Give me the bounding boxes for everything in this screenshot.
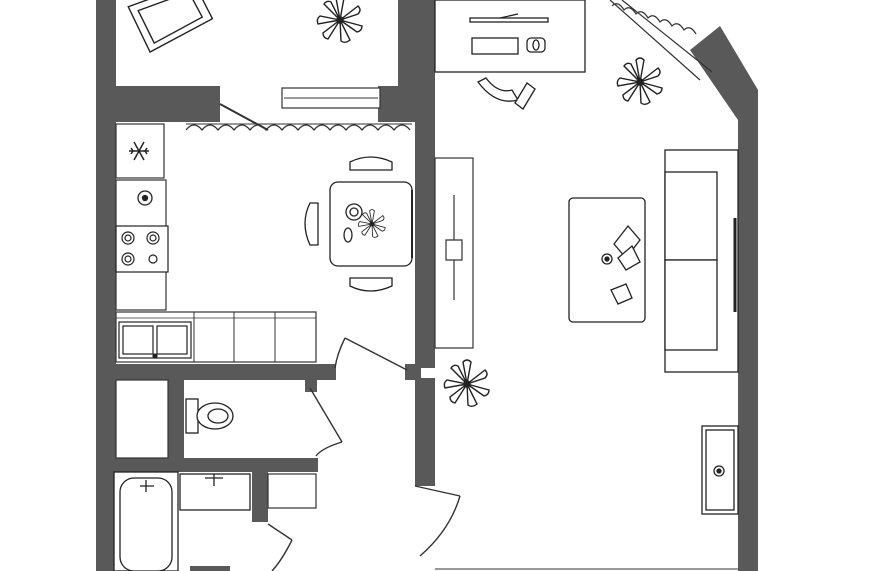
washing-machine: [267, 473, 317, 509]
wall-kitchen-south: [116, 364, 336, 380]
wall-northeast-corner: [690, 26, 758, 120]
wall-east: [738, 118, 758, 571]
sink-icon[interactable]: [118, 321, 192, 359]
wall-toilet-south: [116, 458, 318, 472]
plant-icon: [616, 57, 663, 105]
kettle-icon: [137, 190, 153, 206]
bathtub-icon[interactable]: [113, 471, 179, 571]
wall-toilet-west: [168, 380, 184, 472]
bathroom: [113, 471, 317, 571]
living-room: [434, 0, 739, 515]
door-bathroom[interactable]: [267, 523, 293, 571]
toilet-room: [115, 379, 343, 459]
door-toilet[interactable]: [309, 387, 343, 457]
desk-icon[interactable]: [434, 0, 586, 73]
door-entrance[interactable]: [414, 485, 461, 557]
wall-kitchen-south-right: [405, 364, 421, 380]
door-kitchen[interactable]: [334, 337, 408, 371]
walls: [96, 0, 758, 571]
toilet-icon[interactable]: [185, 398, 234, 434]
window-northeast: [609, 0, 713, 81]
wall-bedroom-south: [96, 86, 220, 122]
bedroom: [116, 0, 398, 131]
sofa-icon[interactable]: [664, 149, 739, 373]
wall-west: [96, 0, 116, 571]
stove-icon[interactable]: [115, 225, 169, 273]
curtain: [185, 124, 411, 132]
kitchen: [115, 123, 413, 371]
tv-stand-icon[interactable]: [701, 425, 739, 515]
chair-desk[interactable]: [477, 77, 536, 110]
sink-icon[interactable]: [179, 473, 251, 511]
snowflake-icon: [129, 141, 149, 161]
wall-kitchen-corridor-upper: [415, 0, 435, 368]
wardrobe[interactable]: [434, 157, 474, 349]
wall-bedroom-east-stub: [378, 86, 400, 122]
coffee-table[interactable]: [568, 197, 646, 323]
plant-icon: [443, 359, 490, 407]
wall-bath-east: [252, 472, 268, 522]
wall-toilet-door-jamb: [305, 380, 317, 392]
wall-bedroom-east: [398, 0, 418, 122]
bed-icon[interactable]: [127, 0, 216, 54]
wall-kitchen-corridor-lower: [415, 378, 435, 486]
